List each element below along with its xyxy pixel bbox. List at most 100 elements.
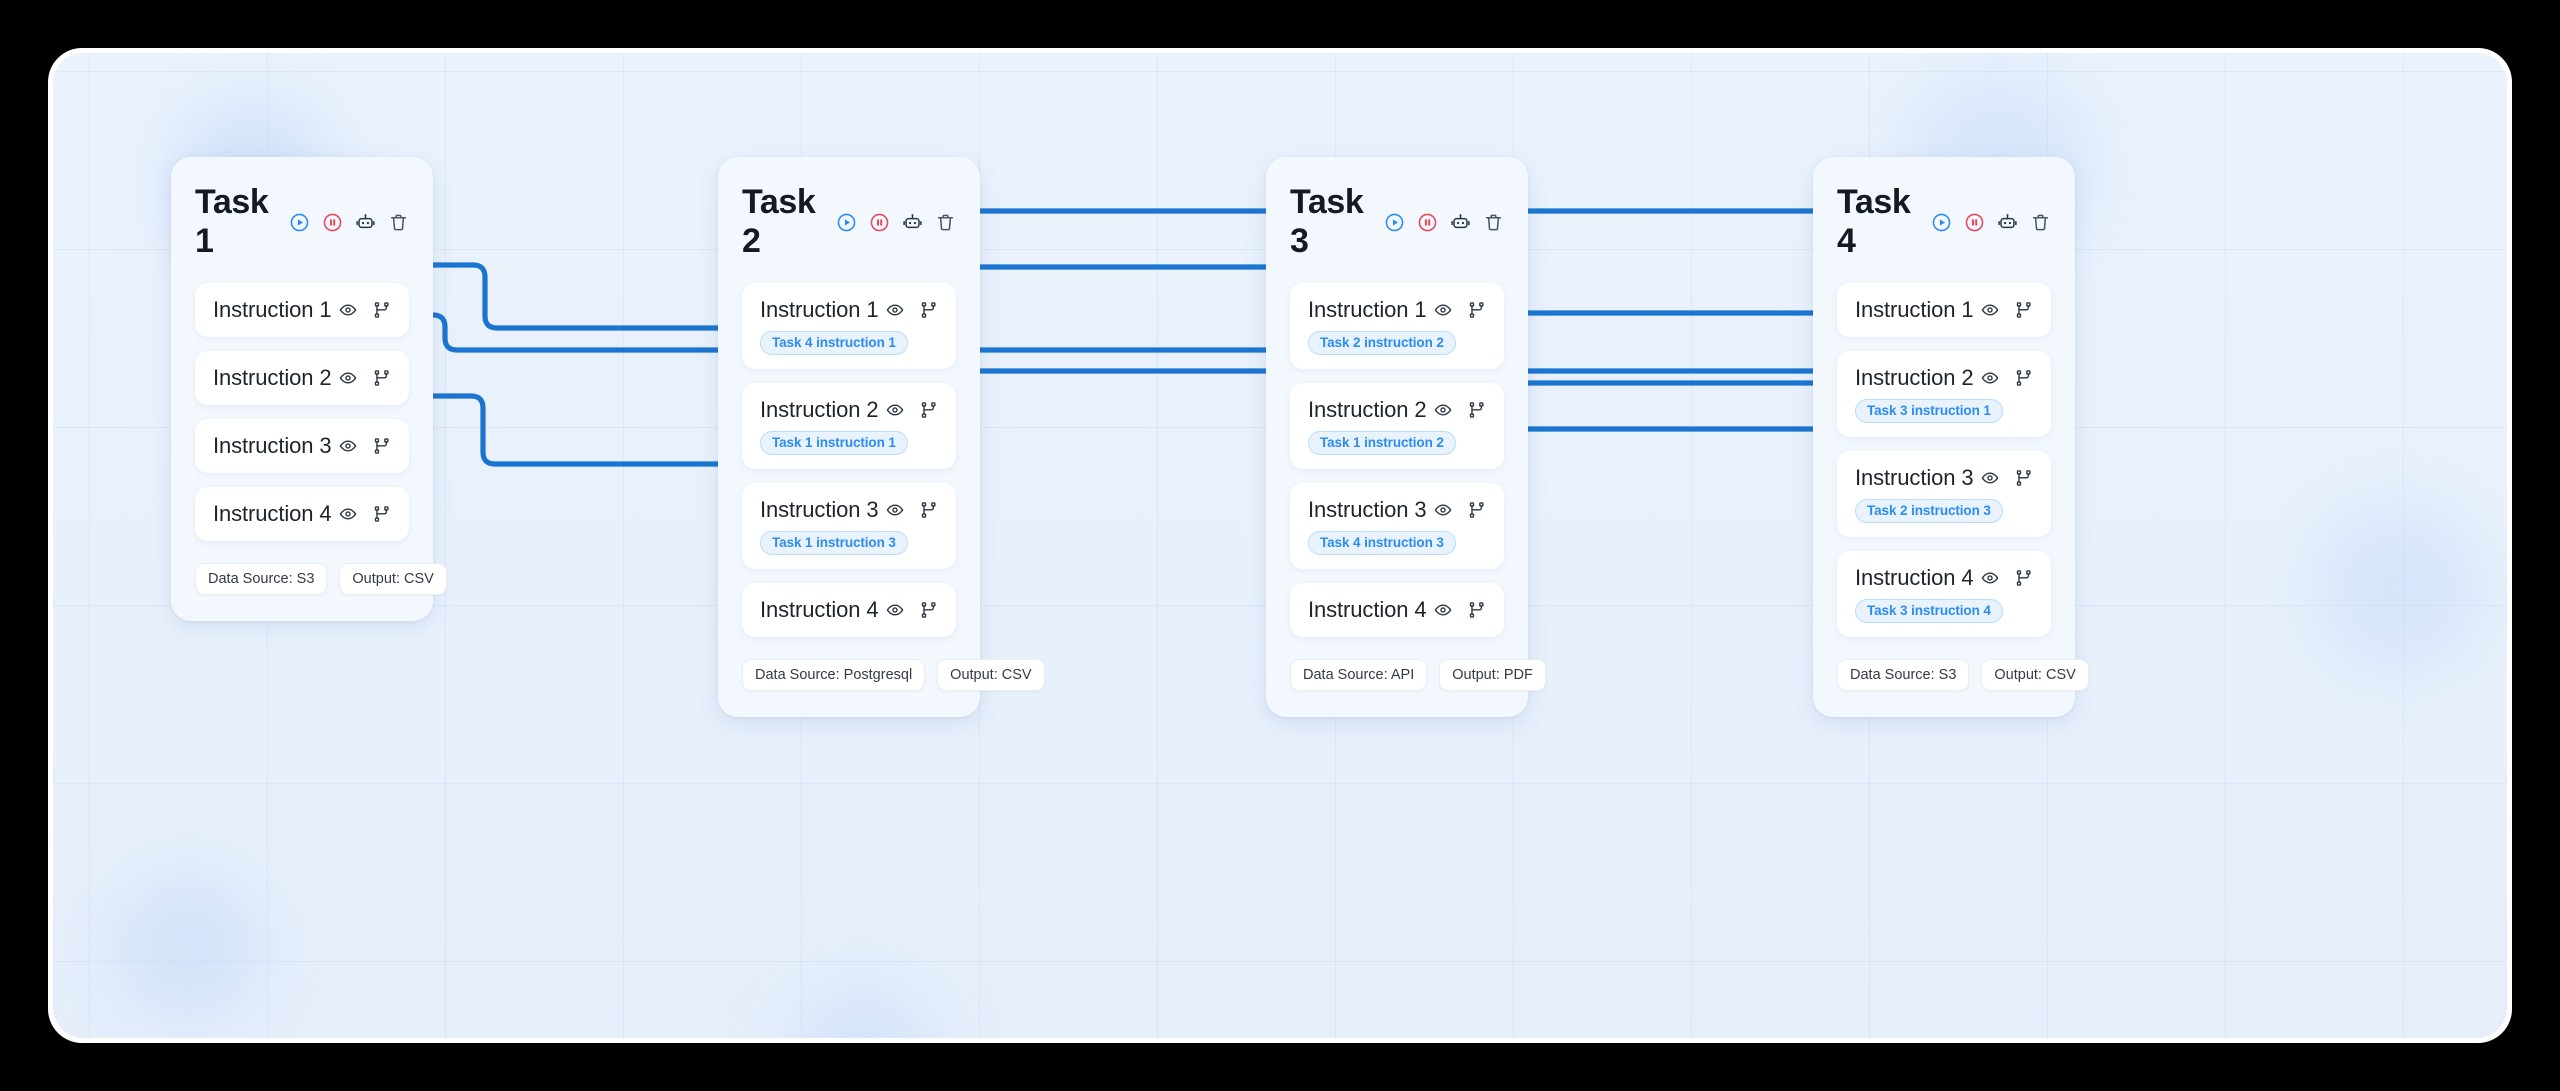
dependency-badge[interactable]: Task 2 instruction 2 — [1308, 331, 1456, 355]
instruction-item[interactable]: Instruction 4 Task 3 instruction 4 — [1837, 551, 2051, 637]
eye-icon[interactable] — [1434, 401, 1452, 419]
branch-icon[interactable] — [2015, 469, 2033, 487]
data-source-chip: Data Source: S3 — [195, 563, 328, 595]
instruction-list: Instruction 1 Task 2 instruction 2 Instr… — [1290, 283, 1504, 637]
eye-icon[interactable] — [886, 501, 904, 519]
task-meta: Data Source: API Output: PDF — [1290, 659, 1546, 691]
pause-icon[interactable] — [322, 212, 343, 233]
instruction-label: Instruction 1 — [1308, 297, 1427, 322]
run-icon[interactable] — [1931, 212, 1952, 233]
branch-icon[interactable] — [1468, 601, 1486, 619]
instruction-item[interactable]: Instruction 2 Task 3 instruction 1 — [1837, 351, 2051, 437]
eye-icon[interactable] — [886, 401, 904, 419]
instruction-label: Instruction 4 — [1308, 597, 1427, 622]
eye-icon[interactable] — [339, 437, 357, 455]
instruction-item[interactable]: Instruction 4 — [1290, 583, 1504, 637]
dependency-badge[interactable]: Task 3 instruction 1 — [1855, 399, 2003, 423]
eye-icon[interactable] — [1434, 301, 1452, 319]
dependency-badge[interactable]: Task 1 instruction 2 — [1308, 431, 1456, 455]
branch-icon[interactable] — [920, 401, 938, 419]
eye-icon[interactable] — [339, 369, 357, 387]
dependency-badge[interactable]: Task 4 instruction 3 — [1308, 531, 1456, 555]
dependency-badge[interactable]: Task 4 instruction 1 — [760, 331, 908, 355]
instruction-label: Instruction 1 — [1855, 297, 1974, 322]
branch-icon[interactable] — [2015, 569, 2033, 587]
branch-icon[interactable] — [2015, 301, 2033, 319]
run-icon[interactable] — [1384, 212, 1405, 233]
eye-icon[interactable] — [1981, 469, 1999, 487]
instruction-item[interactable]: Instruction 2 — [195, 351, 409, 405]
dependency-badge[interactable]: Task 1 instruction 3 — [760, 531, 908, 555]
pause-icon[interactable] — [869, 212, 890, 233]
instruction-item[interactable]: Instruction 3 — [195, 419, 409, 473]
instruction-item[interactable]: Instruction 1 — [195, 283, 409, 337]
task-title: Task 4 — [1837, 183, 1911, 260]
task-meta: Data Source: S3 Output: CSV — [195, 563, 447, 595]
dependency-badge[interactable]: Task 1 instruction 1 — [760, 431, 908, 455]
task-actions — [836, 212, 956, 233]
run-icon[interactable] — [289, 212, 310, 233]
branch-icon[interactable] — [1468, 501, 1486, 519]
run-icon[interactable] — [836, 212, 857, 233]
pause-icon[interactable] — [1417, 212, 1438, 233]
instruction-item[interactable]: Instruction 3 Task 1 instruction 3 — [742, 483, 956, 569]
eye-icon[interactable] — [886, 301, 904, 319]
instruction-label: Instruction 2 — [213, 365, 332, 390]
instruction-label: Instruction 2 — [760, 397, 879, 422]
task-card[interactable]: Task 4 Instruction 1 — [1813, 157, 2089, 717]
robot-icon[interactable] — [1450, 212, 1471, 233]
task-card[interactable]: Task 1 — [171, 157, 447, 621]
workflow-canvas[interactable]: Task 1 — [53, 53, 2507, 1038]
eye-icon[interactable] — [339, 301, 357, 319]
task-card-header: Task 2 — [742, 183, 956, 261]
instruction-item[interactable]: Instruction 4 — [195, 487, 409, 541]
task-card-header: Task 3 — [1290, 183, 1504, 261]
dependency-badge[interactable]: Task 3 instruction 4 — [1855, 599, 2003, 623]
instruction-label: Instruction 1 — [213, 297, 332, 322]
task-card[interactable]: Task 3 Instruction 1 — [1266, 157, 1546, 717]
eye-icon[interactable] — [886, 601, 904, 619]
branch-icon[interactable] — [373, 437, 391, 455]
eye-icon[interactable] — [1981, 369, 1999, 387]
dependency-badge[interactable]: Task 2 instruction 3 — [1855, 499, 2003, 523]
branch-icon[interactable] — [373, 505, 391, 523]
instruction-label: Instruction 2 — [1308, 397, 1427, 422]
instruction-item[interactable]: Instruction 2 Task 1 instruction 1 — [742, 383, 956, 469]
delete-icon[interactable] — [388, 212, 409, 233]
delete-icon[interactable] — [2030, 212, 2051, 233]
delete-icon[interactable] — [1483, 212, 1504, 233]
branch-icon[interactable] — [1468, 301, 1486, 319]
instruction-item[interactable]: Instruction 1 — [1837, 283, 2051, 337]
branch-icon[interactable] — [2015, 369, 2033, 387]
branch-icon[interactable] — [1468, 401, 1486, 419]
instruction-item[interactable]: Instruction 1 Task 4 instruction 1 — [742, 283, 956, 369]
decorative-blob — [113, 873, 263, 1023]
branch-icon[interactable] — [920, 301, 938, 319]
branch-icon[interactable] — [373, 369, 391, 387]
eye-icon[interactable] — [339, 505, 357, 523]
output-chip: Output: CSV — [937, 659, 1045, 691]
decorative-blob — [2313, 503, 2483, 673]
instruction-item[interactable]: Instruction 3 Task 2 instruction 3 — [1837, 451, 2051, 537]
instruction-item[interactable]: Instruction 3 Task 4 instruction 3 — [1290, 483, 1504, 569]
delete-icon[interactable] — [935, 212, 956, 233]
branch-icon[interactable] — [920, 601, 938, 619]
eye-icon[interactable] — [1434, 601, 1452, 619]
task-actions — [1931, 212, 2051, 233]
eye-icon[interactable] — [1981, 301, 1999, 319]
branch-icon[interactable] — [373, 301, 391, 319]
eye-icon[interactable] — [1981, 569, 1999, 587]
task-actions — [289, 212, 409, 233]
pause-icon[interactable] — [1964, 212, 1985, 233]
instruction-item[interactable]: Instruction 1 Task 2 instruction 2 — [1290, 283, 1504, 369]
instruction-item[interactable]: Instruction 2 Task 1 instruction 2 — [1290, 383, 1504, 469]
robot-icon[interactable] — [902, 212, 923, 233]
instruction-label: Instruction 4 — [213, 501, 332, 526]
task-card[interactable]: Task 2 Instruction 1 — [718, 157, 1045, 717]
instruction-item[interactable]: Instruction 4 — [742, 583, 956, 637]
branch-icon[interactable] — [920, 501, 938, 519]
eye-icon[interactable] — [1434, 501, 1452, 519]
robot-icon[interactable] — [1997, 212, 2018, 233]
robot-icon[interactable] — [355, 212, 376, 233]
